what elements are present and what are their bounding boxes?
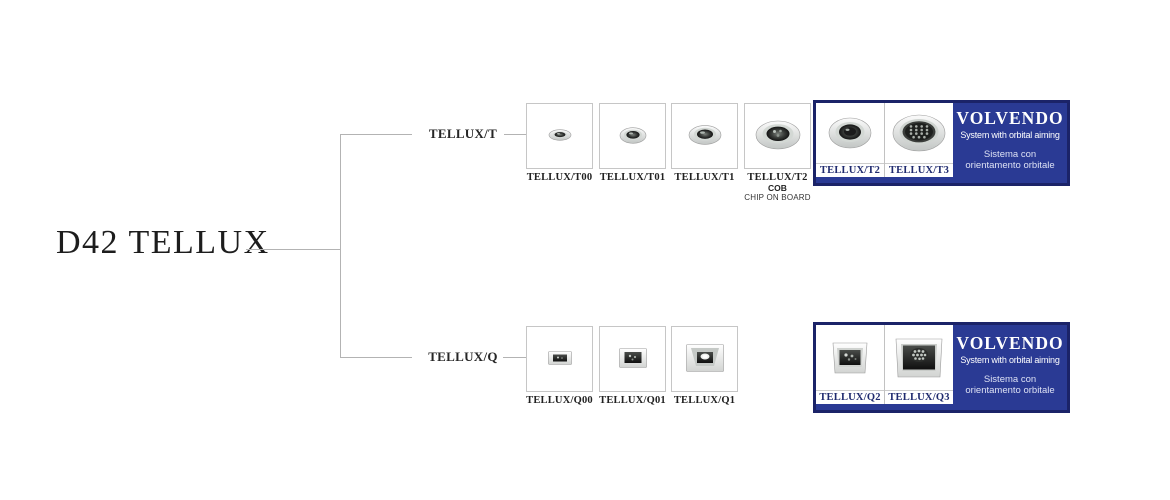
cob-note: CHIP ON BOARD (744, 193, 811, 202)
round-orbital-downlight-photo (828, 117, 872, 149)
product-cell-tellux-q3[interactable]: TELLUX/Q3 (884, 325, 953, 404)
volvendo-q-products: TELLUX/Q2 TELLUX/Q3 (816, 325, 953, 404)
product-box-tellux-t00[interactable] (526, 103, 593, 169)
connector-title-line (246, 249, 340, 250)
volvendo-subtitle-it: Sistema con orientamento orbitale (965, 373, 1055, 396)
product-label-panel-q2: TELLUX/Q2 (819, 392, 881, 403)
square-downlight-small-photo (618, 348, 647, 368)
volvendo-subtitle-en: System with orbital aiming (960, 130, 1060, 140)
volvendo-t-products: TELLUX/T2 TELLUX/T3 (816, 103, 953, 177)
product-label-tellux-t00: TELLUX/T00 (526, 172, 593, 183)
volvendo-title: VOLVENDO (956, 332, 1064, 353)
round-downlight-medium-photo (688, 125, 721, 145)
product-cell-tellux-q2[interactable]: TELLUX/Q2 (816, 325, 884, 404)
square-orbital-downlight-photo (832, 342, 868, 373)
product-label-tellux-q00: TELLUX/Q00 (526, 395, 593, 406)
volvendo-subtitle-en: System with orbital aiming (960, 354, 1060, 365)
product-box-tellux-q00[interactable] (526, 326, 593, 392)
branch-label-tellux-t: TELLUX/T (428, 126, 498, 141)
volvendo-panel-t[interactable]: TELLUX/T2 TELLUX/T3 (813, 100, 1070, 186)
volvendo-info-q: VOLVENDO System with orbital aiming Sist… (953, 325, 1067, 404)
product-label-tellux-t01: TELLUX/T01 (599, 172, 666, 183)
product-box-tellux-q01[interactable] (599, 326, 666, 392)
product-box-tellux-t2[interactable] (744, 103, 811, 169)
product-label-panel-t2: TELLUX/T2 (819, 165, 881, 176)
branch-label-tellux-q: TELLUX/Q (428, 349, 498, 364)
connector-q-line-right (503, 357, 526, 358)
product-label-tellux-q01: TELLUX/Q01 (599, 395, 666, 406)
connector-q-line-left (340, 357, 412, 358)
square-multiled-downlight-photo (895, 338, 943, 377)
product-cell-tellux-t2[interactable]: TELLUX/T2 (816, 103, 884, 177)
product-label-panel-q3: TELLUX/Q3 (888, 392, 950, 403)
product-label-tellux-q1: TELLUX/Q1 (673, 395, 736, 406)
product-box-tellux-t1[interactable] (671, 103, 738, 169)
round-multiled-downlight-photo (892, 114, 946, 152)
square-downlight-medium-photo (685, 344, 724, 372)
connector-t-line-left (340, 134, 412, 135)
round-downlight-small-photo (619, 126, 646, 144)
connector-t-line-right (504, 134, 526, 135)
product-box-tellux-t01[interactable] (599, 103, 666, 169)
cob-note-bold: COB (768, 183, 787, 193)
volvendo-panel-q[interactable]: TELLUX/Q2 TELLUX/Q3 VOLVENDO (813, 322, 1070, 413)
connector-trunk-line (340, 134, 341, 358)
product-cell-tellux-t3[interactable]: TELLUX/T3 (884, 103, 953, 177)
volvendo-info-t: VOLVENDO System with orbital aiming Sist… (953, 103, 1067, 177)
volvendo-title: VOLVENDO (956, 108, 1064, 128)
square-downlight-xsmall-photo (547, 351, 572, 365)
round-downlight-large-photo (755, 120, 800, 150)
product-label-tellux-t2: TELLUX/T2 (747, 172, 808, 183)
page-title: D42 TELLUX (56, 224, 270, 261)
product-label-panel-t3: TELLUX/T3 (888, 165, 950, 176)
product-box-tellux-q1[interactable] (671, 326, 738, 392)
round-downlight-xsmall-photo (548, 129, 571, 141)
volvendo-subtitle-it: Sistema con orientamento orbitale (965, 149, 1055, 171)
product-label-tellux-t1: TELLUX/T1 (674, 172, 735, 183)
